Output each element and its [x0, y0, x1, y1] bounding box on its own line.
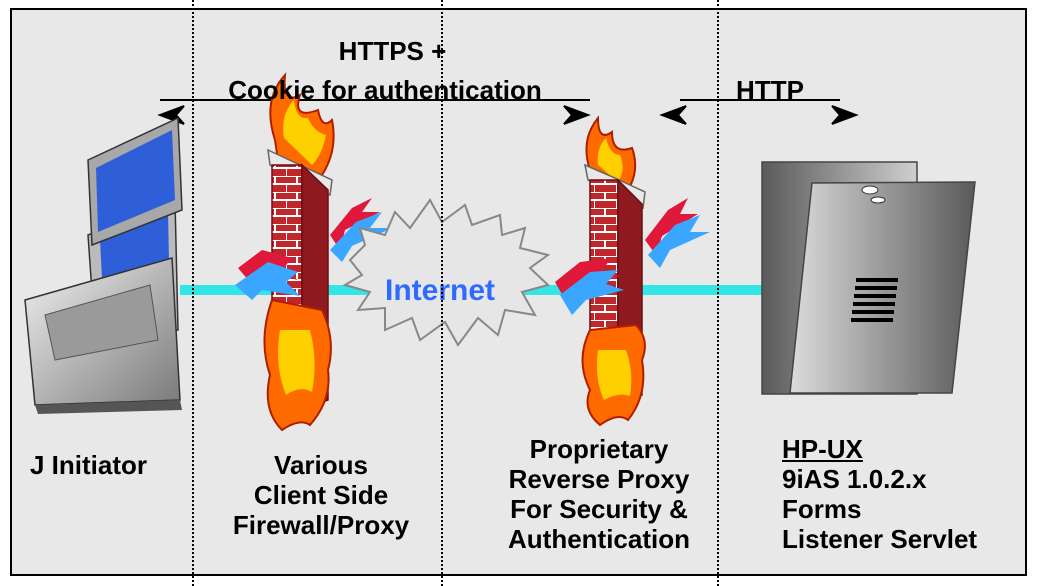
- client-firewall-icon: [263, 72, 335, 432]
- server-title: HP-UX: [782, 434, 863, 464]
- cloud-label: Internet: [385, 274, 495, 307]
- server-icon: [761, 161, 976, 395]
- divider-line: [441, 0, 443, 586]
- lightning-icon: [555, 198, 710, 315]
- cookie-label: Cookie for authentication: [228, 75, 542, 105]
- server-label: HP-UX 9iAS 1.0.2.x Forms Listener Servle…: [782, 434, 1022, 554]
- laptop-icon: [24, 116, 183, 414]
- reverse-proxy-firewall-icon: [581, 115, 646, 427]
- reverse-proxy-label: Proprietary Reverse Proxy For Security &…: [508, 434, 690, 554]
- cloud-icon: Internet: [342, 198, 551, 347]
- http-arrow-icon: [659, 99, 859, 125]
- http-label: HTTP: [736, 75, 804, 105]
- https-label: HTTPS +: [338, 36, 447, 66]
- divider-line: [717, 0, 719, 586]
- client-label: J Initiator: [30, 450, 148, 480]
- lightning-icon: [235, 198, 392, 300]
- divider-line: [192, 0, 194, 586]
- client-firewall-label: Various Client Side Firewall/Proxy: [232, 450, 410, 540]
